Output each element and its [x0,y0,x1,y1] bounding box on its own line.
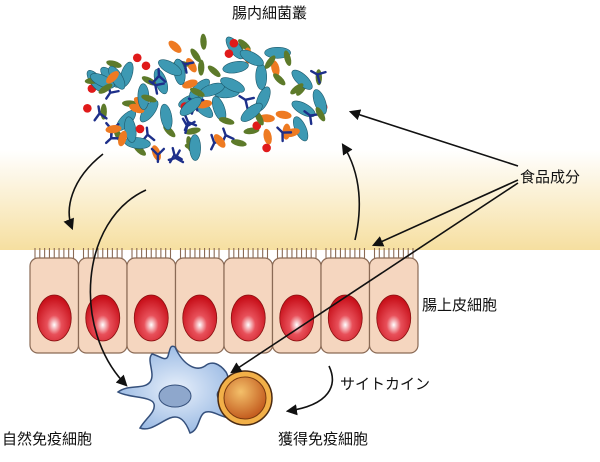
coccus-bacterium [224,49,234,58]
epithelial-cell [77,248,128,354]
arrows [63,109,519,416]
rod-bacterium [168,40,182,53]
rod-bacterium [190,48,201,63]
epithelial-nucleus [279,294,315,342]
epithelial-nucleus [133,294,169,342]
rod-bacterium [230,139,247,147]
rod-bacterium [291,100,316,118]
antibody [152,67,167,84]
gut-microbiota-cluster [83,33,328,164]
epithelial-nucleus [36,294,72,342]
coccus-bacterium [83,103,92,113]
rod-bacterium [197,59,205,76]
antibody [93,105,108,122]
rod-bacterium [98,83,113,94]
arrow-food-to-microbiota [348,109,519,167]
arrow-microbiota-to-epithelium [63,153,104,231]
epithelial-cell [126,248,177,354]
epithelial-cell [271,248,322,354]
rod-bacterium [291,69,313,90]
coccus-bacterium [262,143,271,153]
arrow-microbiota-to-innate-cell [89,189,147,387]
rod-bacterium [189,134,201,161]
rod-bacterium [290,83,304,95]
innate-immune-cell-nucleus [158,384,192,408]
epithelial-nucleus [376,294,412,342]
arrow-food-to-innate-cell [230,182,519,374]
epithelial-nucleus [230,294,266,342]
rod-bacterium [182,79,198,89]
antibody [309,69,327,84]
rod-bacterium [106,60,122,68]
arrow-epithelium-to-microbiota [341,143,361,241]
antibody [303,110,320,126]
epithelial-nucleus [85,294,121,342]
antibody [148,80,165,95]
arrow-food-to-epithelium [371,179,519,247]
rod-bacterium [213,134,226,148]
rod-bacterium [160,103,173,131]
epithelial-cell [368,248,419,354]
rod-bacterium [218,117,235,125]
arrow-cytokine-to-acquired-cell [285,365,334,416]
rod-bacterium [239,49,264,67]
rod-bacterium [141,94,157,103]
epithelial-cell [174,248,225,354]
epithelial-nucleus [327,294,363,342]
antibody [276,126,293,143]
epithelial-cell-layer [29,248,419,354]
rod-bacterium [275,110,292,119]
rod-bacterium [118,130,127,147]
rod-bacterium [283,50,292,66]
rod-bacterium [273,73,286,86]
epithelial-cell [320,248,371,354]
food-components-label: 食品成分 [520,168,581,186]
rod-bacterium [220,77,245,93]
coccus-bacterium [252,121,262,131]
antibody [168,146,183,164]
antibody [150,147,166,164]
innate-immune-cells-label: 自然免疫細胞 [2,430,93,448]
acquired-immune-cell [217,370,273,426]
rod-bacterium [200,33,207,50]
epithelial-cell [223,248,274,354]
rod-bacterium [263,128,272,145]
epithelial-nucleus [182,294,218,342]
rod-bacterium [315,107,326,122]
epithelial-cell [29,248,80,354]
rod-bacterium [185,127,201,135]
rod-bacterium [312,89,327,115]
intestinal-lumen [0,150,600,250]
coccus-bacterium [132,53,142,63]
epithelial-cells-label: 腸上皮細胞 [422,296,498,314]
innate-immune-cell [116,345,237,434]
antibody [238,94,255,110]
rod-bacterium [264,55,276,69]
rod-bacterium [222,61,249,74]
antibody [181,117,196,135]
rod-bacterium [271,60,280,77]
coccus-bacterium [135,124,145,134]
rod-bacterium [189,87,205,97]
rod-bacterium [179,96,202,116]
coccus-bacterium [141,61,151,71]
coccus-bacterium [229,38,239,48]
cytokine-label: サイトカイン [340,375,431,393]
rod-bacterium [105,125,122,134]
microbiota-label: 腸内細菌叢 [232,4,308,22]
rod-bacterium [240,102,263,122]
acquired-immune-cell-nucleus [223,376,267,420]
rod-bacterium [207,65,221,78]
acquired-immune-cells-label: 獲得免疫細胞 [278,430,369,448]
rod-bacterium [186,58,197,73]
rod-bacterium [158,59,183,76]
rod-bacterium [106,71,119,84]
